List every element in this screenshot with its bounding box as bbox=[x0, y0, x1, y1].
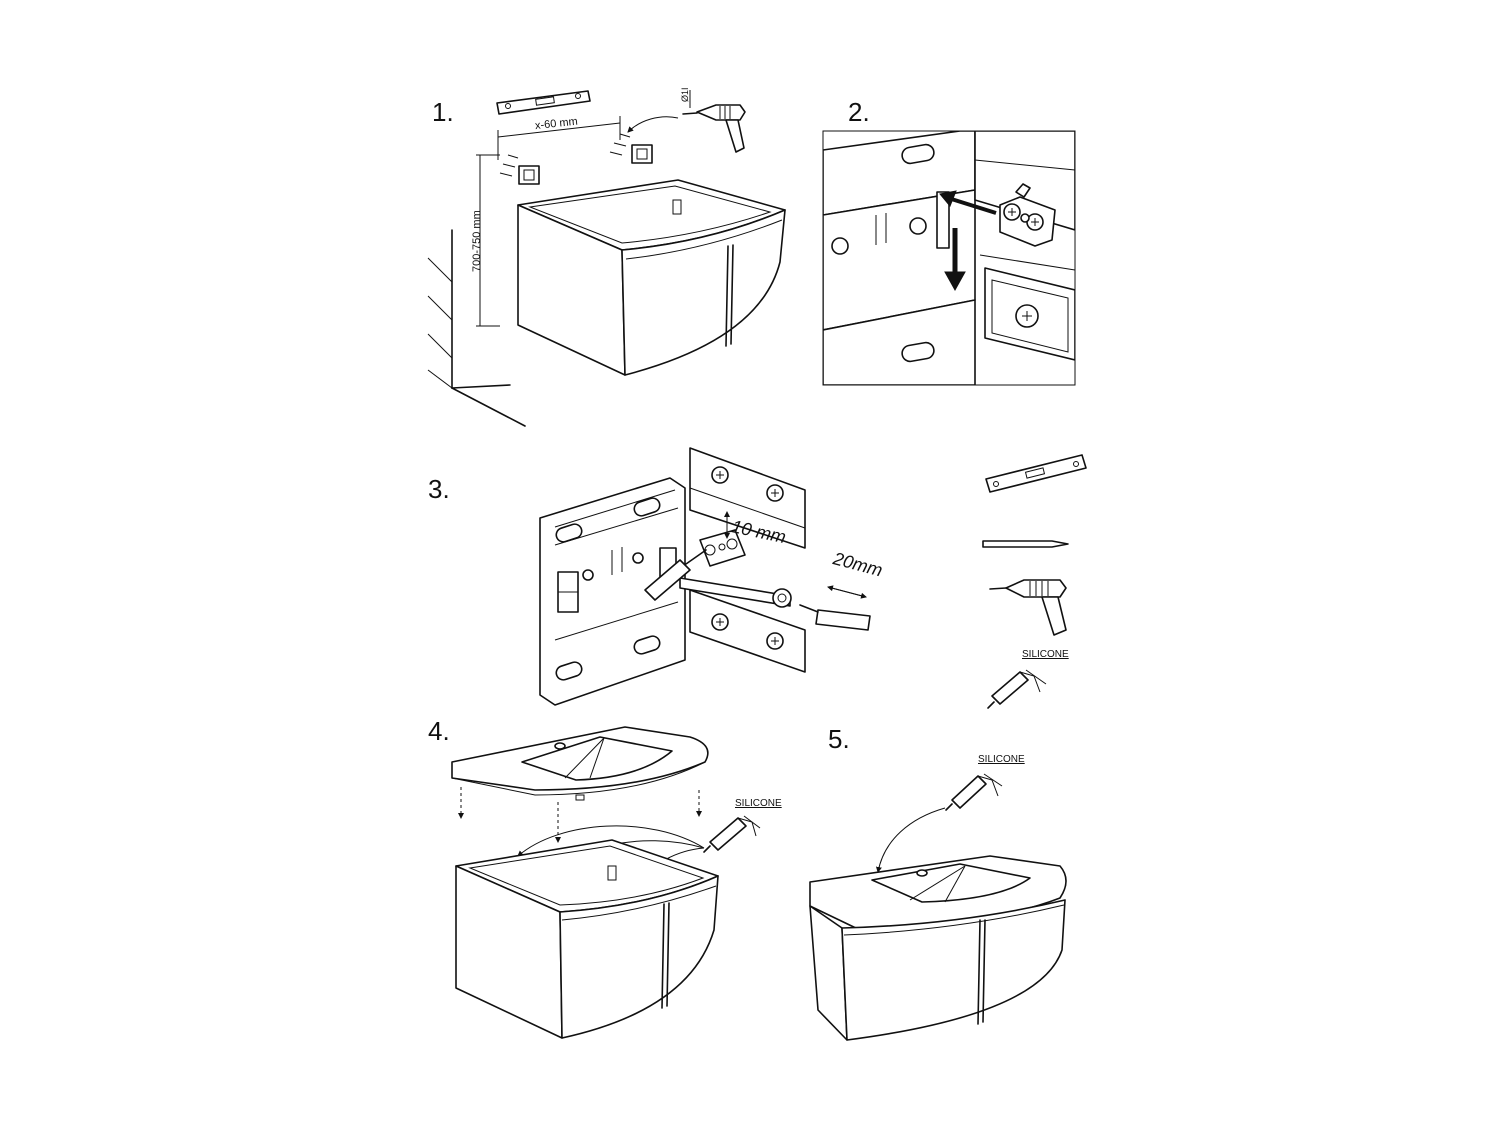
silicone-gun-icon bbox=[987, 669, 1047, 709]
drill-bit-label: Ø1I bbox=[680, 87, 690, 102]
sealant-label: SILICONE bbox=[978, 754, 1025, 765]
step-number: 3. bbox=[428, 474, 450, 504]
wall-bracket-left bbox=[499, 154, 540, 185]
sealant-label: SILICONE bbox=[735, 798, 782, 809]
bracket-hook-detail bbox=[823, 131, 1075, 385]
back-plate bbox=[539, 477, 686, 706]
adjust-screw bbox=[772, 588, 792, 608]
step-1: 1. x-60 mm bbox=[427, 87, 786, 427]
step-5: 5. SILICONE bbox=[809, 724, 1067, 1041]
washbasin bbox=[451, 726, 709, 801]
silicone-gun-icon bbox=[945, 773, 1003, 811]
tools-list: SILICONE bbox=[982, 454, 1087, 709]
sealant-label: SILICONE bbox=[1022, 649, 1069, 660]
assembled-vanity bbox=[809, 855, 1067, 1041]
step-number: 1. bbox=[432, 97, 454, 127]
step-4: 4. SILICONE bbox=[428, 716, 782, 1039]
horizontal-offset-label: 20mm bbox=[830, 548, 884, 581]
step-number: 2. bbox=[848, 97, 870, 127]
step-3: 3. bbox=[428, 447, 885, 706]
spacing-dimension: x-60 mm bbox=[497, 116, 621, 160]
screwdriver-icon bbox=[644, 549, 707, 601]
height-label: 700-750 mm bbox=[471, 210, 483, 272]
height-dimension: 700-750 mm bbox=[471, 154, 500, 327]
adjustment-hook bbox=[699, 529, 746, 567]
slot-hole bbox=[901, 143, 935, 165]
step-2: 2. bbox=[822, 97, 1076, 386]
pencil-icon bbox=[982, 540, 1069, 548]
silicone-gun-icon bbox=[703, 815, 761, 853]
wall-bracket-right bbox=[609, 133, 653, 164]
screwdriver-icon bbox=[799, 604, 871, 631]
spirit-level-icon bbox=[985, 454, 1087, 493]
step-number: 4. bbox=[428, 716, 450, 746]
drill-icon bbox=[989, 579, 1067, 636]
mounting-plate-lower bbox=[689, 589, 806, 673]
step-number: 5. bbox=[828, 724, 850, 754]
slot-hole bbox=[901, 341, 935, 363]
mounting-plate-upper bbox=[689, 447, 806, 549]
spirit-level-icon bbox=[496, 90, 591, 115]
drill-icon: Ø1I bbox=[627, 87, 746, 153]
floor-wall-hatching bbox=[427, 229, 526, 427]
cabinet bbox=[455, 839, 719, 1039]
spacing-label: x-60 mm bbox=[534, 116, 578, 132]
cabinet bbox=[517, 179, 786, 376]
hanging-rail bbox=[679, 577, 791, 607]
